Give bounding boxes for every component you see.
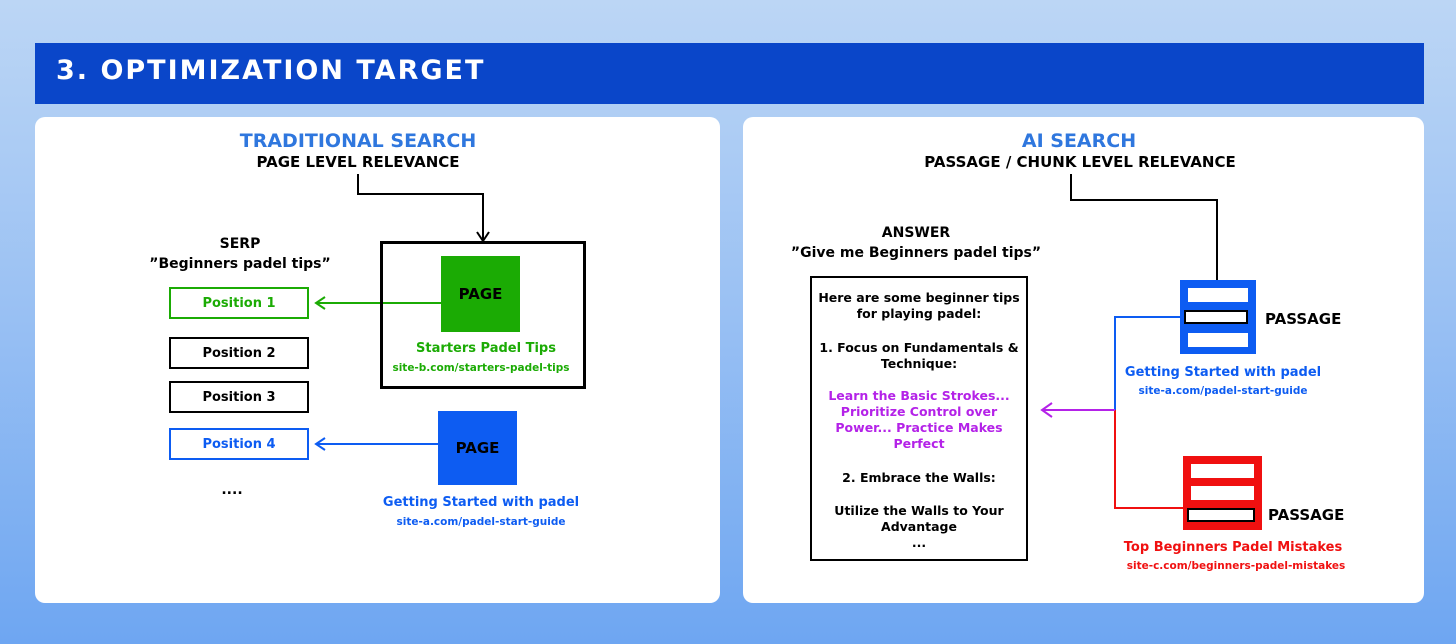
answer-line: Here are some beginner tips: [818, 290, 1020, 305]
red-passage-stack: [1183, 456, 1262, 530]
answer-highlight-line: Learn the Basic Strokes...: [828, 388, 1010, 403]
red-passage-url: site-c.com/beginners-padel-mistakes: [1126, 560, 1346, 572]
passage-slot: [1191, 464, 1254, 478]
green-page-url: site-b.com/starters-padel-tips: [392, 362, 570, 374]
blue-page-square: PAGE: [438, 411, 517, 485]
passage-slot: [1188, 288, 1248, 302]
blue-passage-title: Getting Started with padel: [1124, 365, 1322, 380]
serp-position-4[interactable]: Position 4: [169, 428, 309, 460]
serp-position-2[interactable]: Position 2: [169, 337, 309, 369]
serp-query: ”Beginners padel tips”: [149, 256, 331, 272]
traditional-search-panel: [35, 117, 720, 603]
answer-box: Here are some beginner tips for playing …: [810, 276, 1028, 561]
answer-title: ANSWER: [881, 225, 951, 241]
answer-line: for playing padel:: [856, 306, 982, 321]
serp-title: SERP: [219, 236, 261, 252]
blue-page-title: Getting Started with padel: [382, 495, 580, 510]
passage-slot-highlighted: [1187, 508, 1255, 522]
blue-passage-branch: [1114, 316, 1180, 410]
serp-ellipsis: ....: [221, 482, 243, 498]
page-title: 3. OPTIMIZATION TARGET: [56, 55, 486, 86]
red-passage-branch: [1114, 410, 1183, 509]
answer-highlight-line: Perfect: [893, 436, 945, 451]
answer-line: ...: [911, 535, 927, 550]
passage-slot-highlighted: [1184, 310, 1248, 324]
answer-line: 2. Embrace the Walls:: [842, 470, 996, 485]
blue-passage-stack: [1180, 280, 1256, 354]
answer-highlight-line: Prioritize Control over: [840, 404, 998, 419]
answer-line: Advantage: [881, 519, 957, 534]
chunk-level-relevance: PASSAGE / CHUNK LEVEL RELEVANCE: [924, 153, 1236, 171]
page-relevance-arrow: [357, 174, 490, 243]
traditional-search-heading: TRADITIONAL SEARCH: [239, 130, 477, 152]
passage-slot: [1191, 486, 1254, 500]
blue-passage-label: PASSAGE: [1265, 310, 1342, 328]
answer-line: Utilize the Walls to Your: [834, 503, 1004, 518]
answer-line: 1. Focus on Fundamentals &: [819, 340, 1019, 355]
passage-slot: [1188, 333, 1248, 347]
title-bar: 3. OPTIMIZATION TARGET: [35, 43, 1424, 104]
blue-page-url: site-a.com/padel-start-guide: [396, 516, 566, 528]
ai-search-heading: AI SEARCH: [1021, 130, 1137, 152]
passage-relevance-arrow: [1070, 174, 1224, 307]
green-page-title: Starters Padel Tips: [416, 341, 556, 356]
page-level-relevance: PAGE LEVEL RELEVANCE: [256, 153, 460, 171]
red-passage-title: Top Beginners Padel Mistakes: [1123, 540, 1343, 555]
page-frame: [380, 241, 586, 389]
answer-highlight-line: Power... Practice Makes: [835, 420, 1003, 435]
serp-position-1[interactable]: Position 1: [169, 287, 309, 319]
answer-query: ”Give me Beginners padel tips”: [790, 245, 1042, 261]
blue-passage-url: site-a.com/padel-start-guide: [1138, 385, 1308, 397]
answer-line: Technique:: [880, 356, 958, 371]
serp-position-3[interactable]: Position 3: [169, 381, 309, 413]
red-passage-label: PASSAGE: [1268, 506, 1345, 524]
green-page-square: PAGE: [441, 256, 520, 332]
